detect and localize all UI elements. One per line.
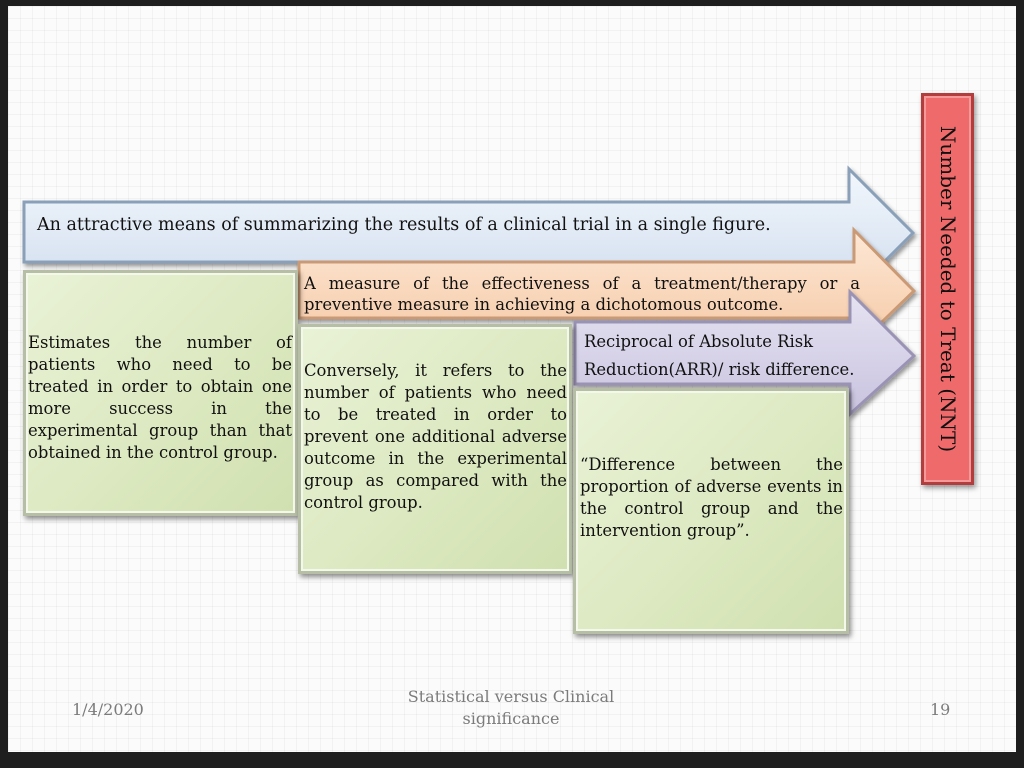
arrow-diagram: [22, 165, 917, 418]
orange-arrow: [297, 226, 917, 353]
slide: An attractive means of summarizing the r…: [8, 6, 1016, 752]
box-conversely: [298, 324, 572, 574]
footer-date: 1/4/2020: [72, 700, 144, 719]
box-difference: [573, 388, 849, 634]
box-difference-text: “Difference between the proportion of ad…: [580, 455, 843, 540]
arrow3-line1: Reciprocal of Absolute Risk: [584, 332, 814, 351]
nnt-title: Number Needed to Treat (NNT): [935, 125, 960, 453]
nnt-title-box: Number Needed to Treat (NNT): [921, 93, 974, 485]
box-estimates: [23, 270, 298, 516]
purple-arrow: [573, 288, 917, 418]
arrow2-text: A measure of the effectiveness of a trea…: [304, 274, 860, 314]
footer-title: Statistical versus Clinical significance: [407, 687, 615, 728]
box-estimates-text: Estimates the number of patients who nee…: [28, 333, 292, 462]
arrow3-line2: Reduction(ARR)/ risk difference.: [584, 360, 855, 379]
arrow1-text: An attractive means of summarizing the r…: [37, 215, 771, 235]
page-number: 19: [930, 700, 951, 719]
box-conversely-text: Conversely, it refers to the number of p…: [304, 361, 567, 512]
